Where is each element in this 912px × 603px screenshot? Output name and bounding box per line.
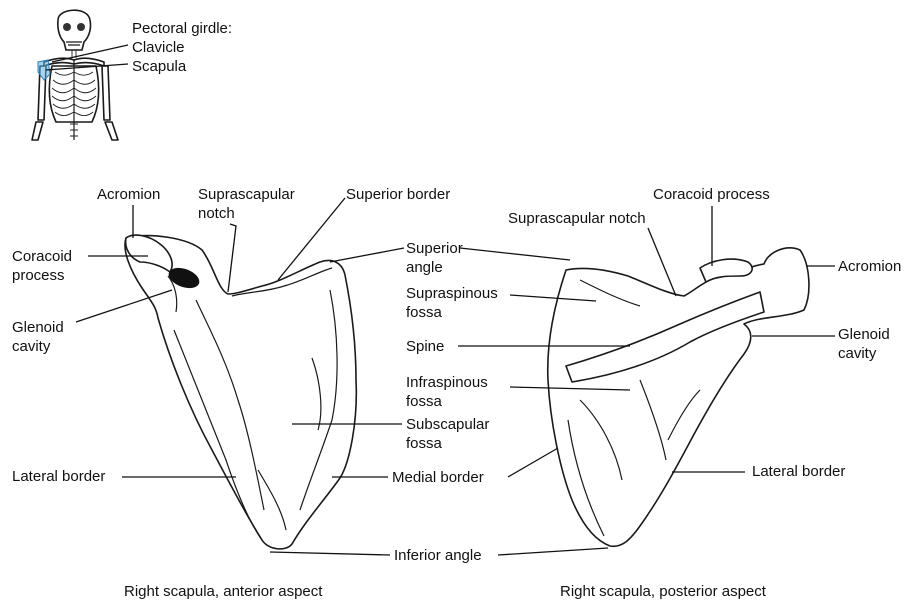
supraspinous-fossa-label-1: Supraspinous [406, 284, 498, 303]
superior-angle-label-1: Superior [406, 239, 463, 258]
anterior-glenoid-label-2: cavity [12, 337, 50, 356]
anterior-scapula [125, 235, 356, 549]
inset-skeleton [32, 10, 128, 140]
posterior-coracoid-label: Coracoid process [653, 185, 770, 204]
posterior-glenoid-label-1: Glenoid [838, 325, 890, 344]
anterior-acromion-label: Acromion [97, 185, 160, 204]
anterior-scapula-outline [125, 236, 356, 549]
inferior-angle-label: Inferior angle [394, 546, 482, 565]
anterior-caption: Right scapula, anterior aspect [124, 583, 322, 600]
posterior-caption: Right scapula, posterior aspect [560, 583, 766, 600]
infraspinous-fossa-label-1: Infraspinous [406, 373, 488, 392]
anterior-lateral-border-label: Lateral border [12, 467, 105, 486]
anterior-superior-border-label: Superior border [346, 185, 450, 204]
anterior-glenoid-label-1: Glenoid [12, 318, 64, 337]
posterior-scapula-outline [548, 248, 809, 546]
posterior-suprascapular-notch-label: Suprascapular notch [508, 209, 646, 228]
superior-angle-label-2: angle [406, 258, 443, 277]
posterior-scapula [548, 248, 809, 546]
subscapular-fossa-label-2: fossa [406, 434, 442, 453]
spine-label: Spine [406, 337, 444, 356]
anterior-coracoid-label-2: process [12, 266, 65, 285]
anterior-coracoid-label-1: Coracoid [12, 247, 72, 266]
infraspinous-fossa-label-2: fossa [406, 392, 442, 411]
inset-scapula-label: Scapula [132, 57, 186, 76]
supraspinous-fossa-label-2: fossa [406, 303, 442, 322]
subscapular-fossa-label-1: Subscapular [406, 415, 489, 434]
inset-title: Pectoral girdle: [132, 19, 232, 38]
posterior-lateral-border-label: Lateral border [752, 462, 845, 481]
posterior-acromion-label: Acromion [838, 257, 901, 276]
posterior-glenoid-label-2: cavity [838, 344, 876, 363]
anterior-suprascapular-notch-label-2: notch [198, 204, 235, 223]
medial-border-label: Medial border [392, 468, 484, 487]
inset-clavicle-label: Clavicle [132, 38, 185, 57]
anterior-suprascapular-notch-label-1: Suprascapular [198, 185, 295, 204]
